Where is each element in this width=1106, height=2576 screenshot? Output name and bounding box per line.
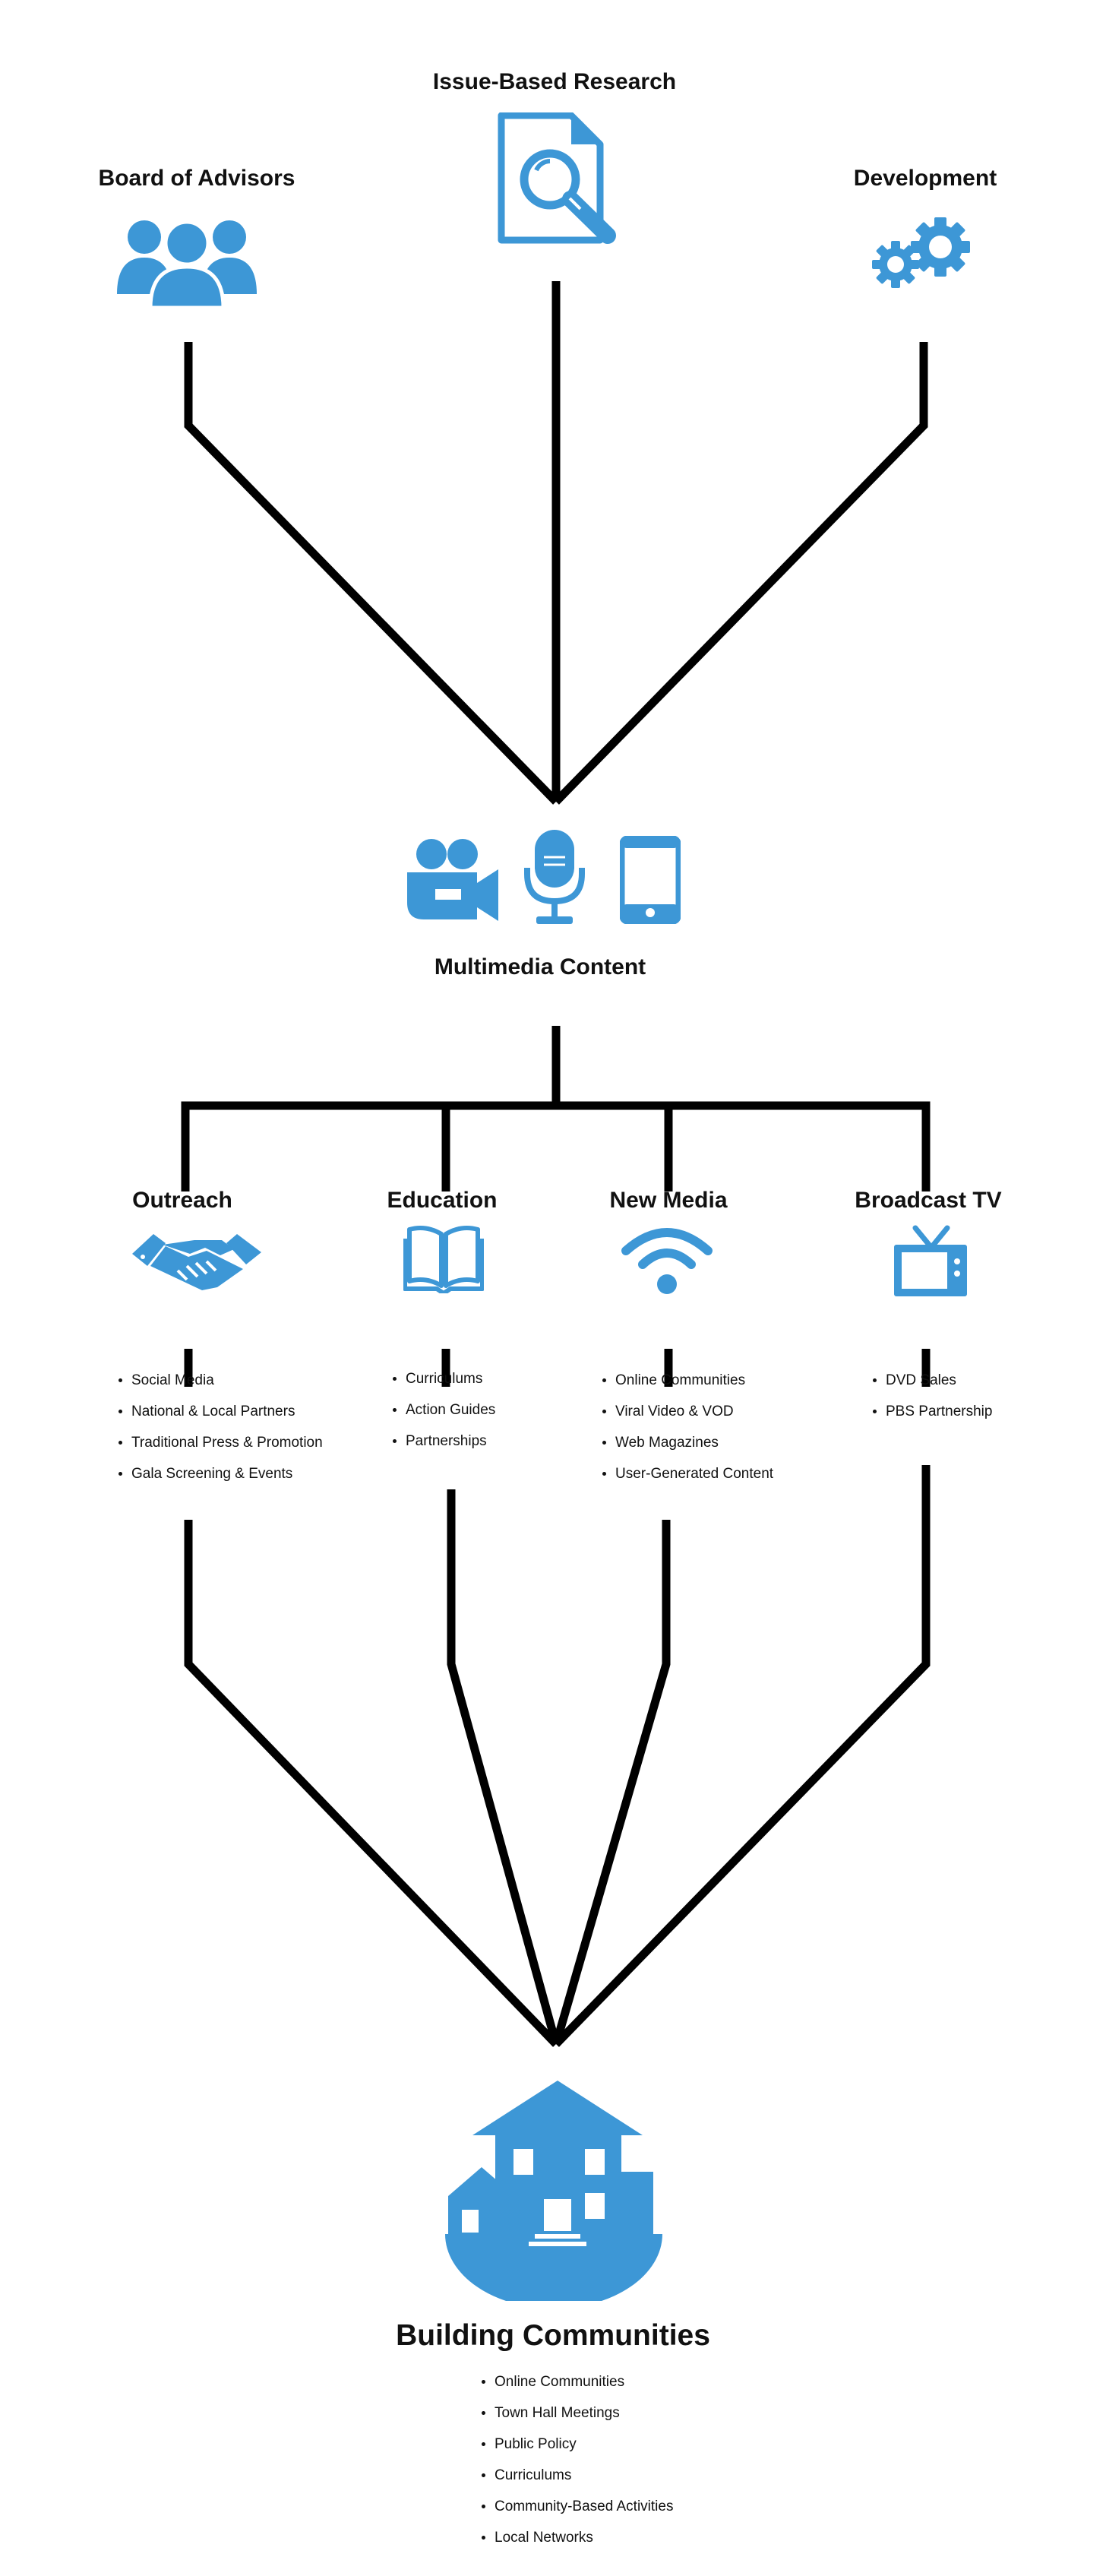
outcome-list: Online Communities Town Hall Meetings Pu… [482,2373,673,2560]
list-item: Town Hall Meetings [482,2404,673,2422]
connector-outreach-to-outcome [184,1520,559,2047]
smartphone-icon [620,836,681,924]
board-title: Board of Advisors [98,166,295,191]
education-list: Curriculums Action Guides Partnerships [393,1370,495,1464]
broadcast-title: Broadcast TV [855,1188,1002,1213]
houses-community-icon [445,2074,662,2301]
people-group-icon [117,218,257,309]
handshake-icon [132,1233,261,1292]
list-item: DVD Sales [873,1372,992,1389]
list-item: User-Generated Content [602,1465,773,1483]
list-item: Action Guides [393,1401,495,1419]
list-item: Online Communities [482,2373,673,2391]
new-media-title: New Media [609,1188,728,1213]
list-item: Traditional Press & Promotion [118,1434,323,1451]
list-item: Web Magazines [602,1434,773,1451]
list-item: National & Local Partners [118,1403,323,1420]
multimedia-title: Multimedia Content [434,954,646,979]
list-item: Partnerships [393,1432,495,1450]
list-item: Gala Screening & Events [118,1465,323,1483]
list-item: Viral Video & VOD [602,1403,773,1420]
video-camera-icon [407,836,498,921]
connector-board-to-multimedia [184,342,559,805]
connector-education-to-outcome [447,1489,561,2046]
connector-channel-bar [181,1101,931,1191]
list-item: Social Media [118,1372,323,1389]
list-item: Curriculums [393,1370,495,1388]
document-search-icon [497,112,618,245]
microphone-icon [523,830,586,926]
wifi-icon [621,1225,713,1295]
research-title: Issue-Based Research [432,69,677,94]
education-title: Education [387,1188,498,1213]
list-item: Community-Based Activities [482,2498,673,2515]
television-icon [893,1225,969,1298]
development-title: Development [853,166,997,191]
open-book-icon [403,1225,484,1293]
list-item: PBS Partnership [873,1403,992,1420]
list-item: Curriculums [482,2467,673,2484]
outcome-title: Building Communities [396,2319,710,2352]
connector-new-media-to-outcome [551,1520,671,2046]
broadcast-list: DVD Sales PBS Partnership [873,1372,992,1434]
outreach-list: Social Media National & Local Partners T… [118,1372,323,1496]
connector-broadcast-to-outcome [553,1465,931,2047]
gears-icon [869,217,975,293]
outreach-title: Outreach [132,1188,232,1213]
list-item: Public Policy [482,2435,673,2453]
connector-development-to-multimedia [553,342,928,805]
list-item: Local Networks [482,2529,673,2546]
list-item: Online Communities [602,1372,773,1389]
new-media-list: Online Communities Viral Video & VOD Web… [602,1372,773,1496]
